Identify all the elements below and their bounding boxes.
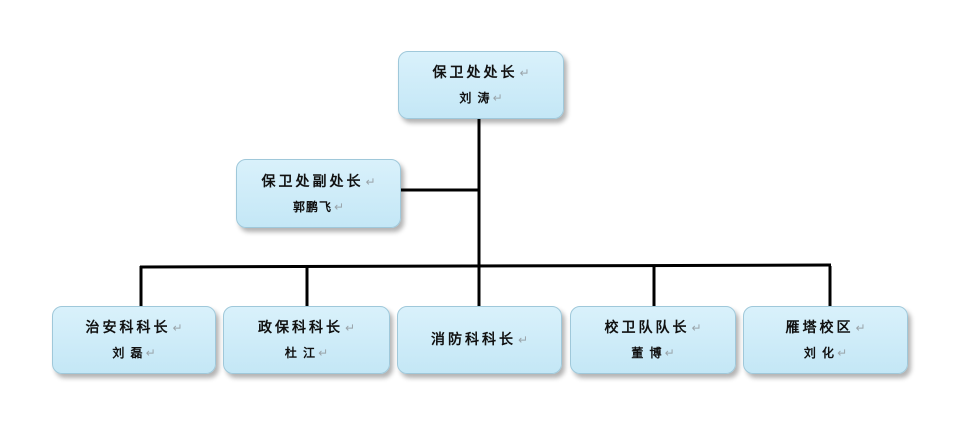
deputy-title: 保卫处副处长↵	[261, 173, 376, 190]
chief-name: 刘 涛↵	[459, 91, 503, 105]
deputy-box: 保卫处副处长↵ 郭鹏飞↵	[236, 159, 401, 228]
deputy-name: 郭鹏飞↵	[292, 199, 345, 214]
section-title: 消防科科长↵	[430, 332, 529, 348]
section-name: 刘 磊↵	[112, 346, 156, 360]
section-name: 杜 江↵	[284, 346, 329, 360]
section-box-5: 雁塔校区↵ 刘 化↵	[743, 306, 908, 374]
section-name: 董 博↵	[631, 346, 675, 360]
section-title: 政保科科长↵	[257, 320, 356, 336]
section-bus-line	[139, 263, 832, 269]
chief-box: 保卫处处长↵ 刘 涛↵	[398, 51, 564, 119]
section-box-1: 治安科科长↵ 刘 磊↵	[52, 306, 216, 374]
section-name: 刘 化↵	[803, 346, 848, 360]
section-title: 治安科科长↵	[85, 320, 183, 336]
section-box-3: 消防科科长↵	[397, 306, 562, 374]
section-title: 雁塔校区↵	[785, 320, 866, 336]
section-title: 校卫队队长↵	[604, 320, 702, 336]
chief-title: 保卫处处长↵	[432, 65, 530, 81]
section-box-2: 政保科科长↵ 杜 江↵	[223, 306, 390, 374]
section-box-4: 校卫队队长↵ 董 博↵	[570, 306, 736, 374]
